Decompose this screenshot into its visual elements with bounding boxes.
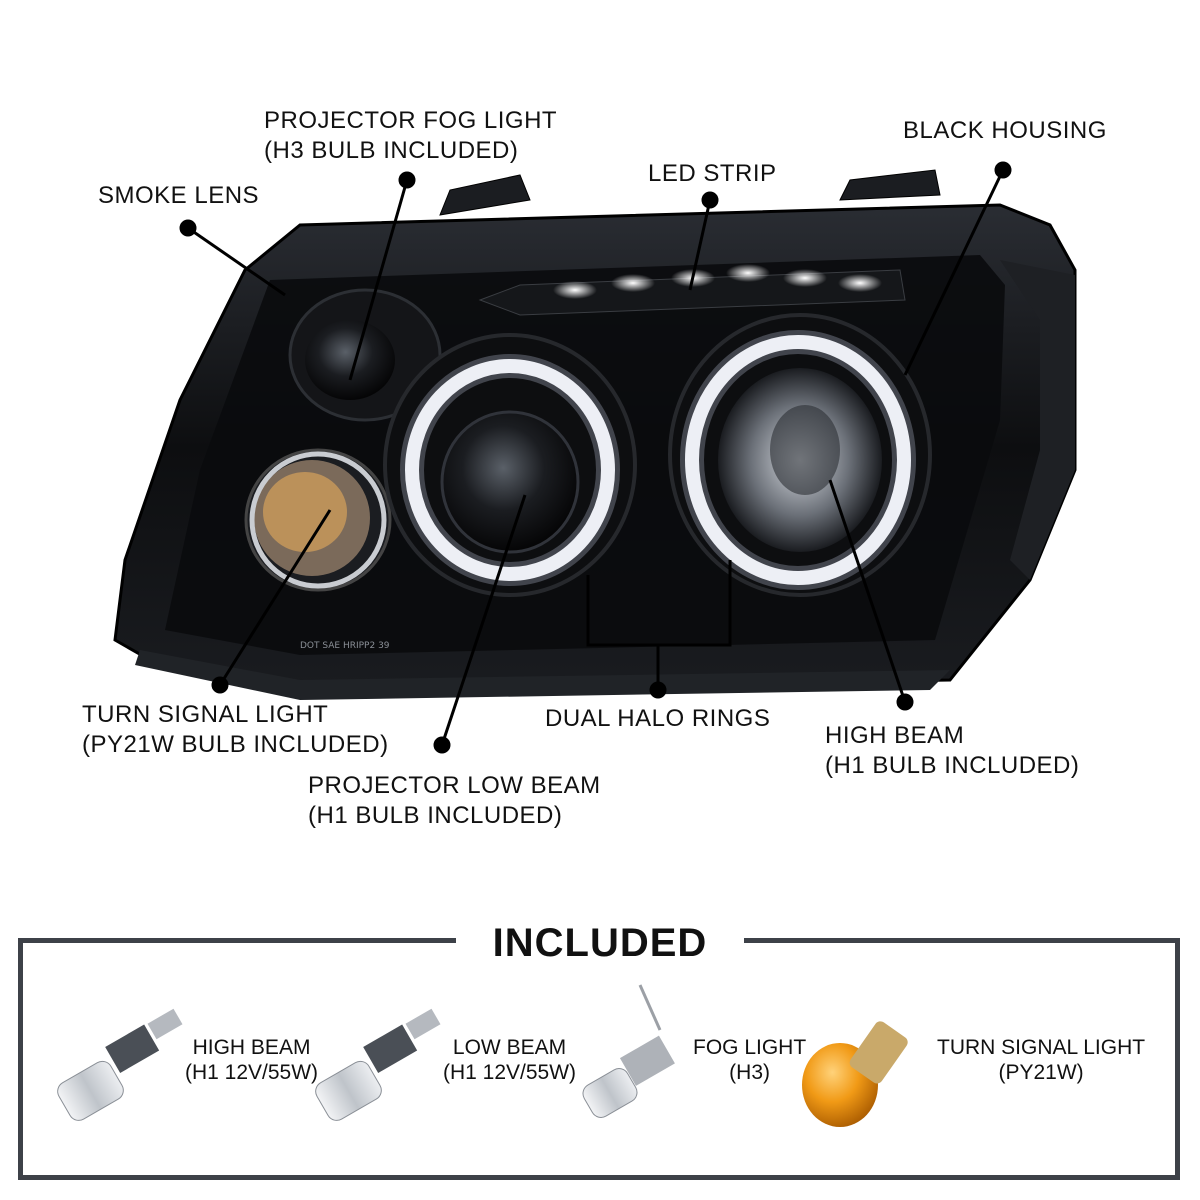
included-title: INCLUDED bbox=[456, 918, 744, 968]
low-beam-halo bbox=[383, 333, 637, 597]
high-beam-halo bbox=[668, 313, 932, 597]
bulb-label-low-beam: LOW BEAM (H1 12V/55W) bbox=[443, 1036, 577, 1084]
bulb-label-high-beam: HIGH BEAM (H1 12V/55W) bbox=[185, 1036, 319, 1084]
label-black-housing: BLACK HOUSING bbox=[903, 117, 1107, 144]
label-projector-low-beam: PROJECTOR LOW BEAM (H1 BULB INCLUDED) bbox=[308, 772, 601, 829]
fog-projector bbox=[288, 288, 442, 422]
label-turn-signal-light: TURN SIGNAL LIGHT (PY21W BULB INCLUDED) bbox=[82, 701, 389, 758]
h1-bulb-high-beam-icon bbox=[57, 1008, 183, 1121]
label-dual-halo-rings: DUAL HALO RINGS bbox=[545, 705, 771, 732]
turn-signal-lamp bbox=[244, 448, 392, 592]
label-smoke-lens: SMOKE LENS bbox=[98, 182, 260, 209]
lens-marking: DOT SAE HRIPP2 39 bbox=[300, 641, 390, 651]
bulb-label-turn-signal: TURN SIGNAL LIGHT (PY21W) bbox=[937, 1036, 1146, 1084]
bulb-label-fog-light: FOG LIGHT (H3) bbox=[693, 1036, 807, 1084]
h3-bulb-fog-icon bbox=[582, 984, 675, 1118]
led-strip bbox=[478, 264, 906, 316]
amber-bulb-turn-signal-icon bbox=[802, 1021, 908, 1127]
label-led-strip: LED STRIP bbox=[648, 160, 777, 187]
callout-leaders bbox=[179, 161, 1012, 754]
h1-bulb-low-beam-icon bbox=[315, 1008, 441, 1121]
label-projector-fog-light: PROJECTOR FOG LIGHT (H3 BULB INCLUDED) bbox=[264, 107, 558, 164]
label-high-beam: HIGH BEAM (H1 BULB INCLUDED) bbox=[825, 722, 1080, 779]
